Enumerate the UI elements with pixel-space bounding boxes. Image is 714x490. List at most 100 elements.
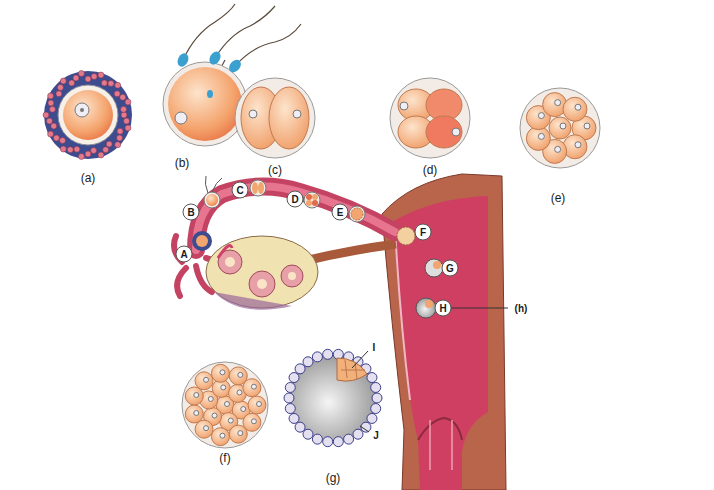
trophoblast-cell: [371, 382, 381, 392]
callout-letter: D: [287, 191, 304, 208]
corona-cell: [73, 75, 79, 81]
trophoblast-cell: [312, 352, 322, 362]
corona-cell: [48, 100, 54, 106]
trophoblast-cell: [367, 413, 377, 423]
corona-cell: [53, 135, 59, 141]
corona-cell: [120, 94, 126, 100]
blastomere: [195, 420, 213, 438]
two-cell-stage: [235, 78, 315, 158]
callout-letter: G: [442, 260, 459, 277]
embryo-stages: [192, 176, 443, 318]
blastomere: [243, 379, 261, 397]
callout-letter: A: [176, 246, 193, 263]
trophoblast-cell: [371, 404, 381, 414]
corona-cell: [56, 91, 62, 97]
corona-cell: [60, 146, 66, 152]
trophoblast-cell: [285, 404, 295, 414]
callout-letter: J: [372, 430, 380, 441]
corona-cell: [85, 151, 91, 157]
eight-cell-stage: [520, 88, 600, 168]
corona-cell: [43, 112, 49, 118]
corona-cell: [91, 73, 97, 79]
morula: [182, 362, 268, 448]
oocyte: [43, 71, 132, 160]
callout-letter: I: [372, 342, 377, 353]
corona-cell: [115, 82, 121, 88]
corona-cell: [117, 135, 123, 141]
trophoblast-cell: [353, 429, 363, 439]
uterus: [382, 174, 506, 490]
stage-label: (c): [268, 163, 282, 177]
corona-cell: [115, 142, 121, 148]
corona-cell: [124, 118, 130, 124]
blastomere: [229, 425, 247, 443]
stage-label: (a): [81, 171, 96, 185]
corona-cell: [108, 80, 114, 86]
corona-cell: [57, 84, 63, 90]
blastomere: [248, 396, 266, 414]
stage-label: (g): [326, 471, 341, 485]
callout-letter: B: [183, 204, 200, 221]
corona-cell: [60, 137, 66, 143]
corona-cell: [121, 106, 127, 112]
corona-cell: [67, 147, 73, 153]
trophoblast-cell: [323, 349, 333, 359]
corona-cell: [69, 80, 75, 86]
corona-cell: [98, 152, 104, 158]
trophoblast-cell: [303, 357, 313, 367]
corona-cell: [74, 146, 80, 152]
trophoblast-cell: [285, 382, 295, 392]
stage-label: (h): [514, 303, 529, 314]
trophoblast-cell: [295, 422, 305, 432]
corona-cell: [125, 125, 131, 131]
four-cell-stage: [390, 78, 470, 158]
corona-cell: [78, 71, 84, 77]
trophoblast-cell: [344, 434, 354, 444]
trophoblast-cell: [323, 437, 333, 447]
callout-letter: H: [435, 300, 452, 317]
corona-cell: [114, 91, 120, 97]
stage-label: (d): [423, 163, 438, 177]
trophoblast-cell: [361, 422, 371, 432]
trophoblast-cell: [372, 393, 382, 403]
blastomere: [549, 117, 571, 139]
corona-cell: [46, 118, 52, 124]
corona-cell: [48, 93, 54, 99]
corona-cell: [101, 80, 107, 86]
blastomere: [211, 428, 229, 446]
callout-letter: F: [415, 224, 432, 241]
stage-label: (f): [219, 451, 230, 465]
trophoblast-cell: [333, 437, 343, 447]
corona-cell: [125, 99, 131, 105]
corona-cell: [85, 76, 91, 82]
corona-cell: [78, 153, 84, 159]
leader-lines: [352, 308, 508, 432]
blastocyst: [284, 349, 382, 446]
corona-cell: [60, 78, 66, 84]
blastomere: [195, 372, 213, 390]
corona-cell: [51, 123, 57, 129]
stage-label: (b): [175, 156, 190, 170]
trophoblast-cell: [303, 429, 313, 439]
blastomere: [563, 97, 587, 121]
trophoblast-cell: [289, 373, 299, 383]
trophoblast-cell: [295, 364, 305, 374]
blastomere: [185, 405, 203, 423]
trophoblast-cell: [284, 393, 294, 403]
corona-cell: [48, 131, 54, 137]
blastomere: [211, 364, 229, 382]
corona-cell: [117, 128, 123, 134]
stage-label: (e): [551, 191, 566, 205]
trophoblast-cell: [312, 434, 322, 444]
corona-cell: [106, 141, 112, 147]
blastomere: [185, 387, 203, 405]
callout-letter: C: [232, 182, 249, 199]
corona-cell: [121, 112, 127, 118]
trophoblast-cell: [367, 373, 377, 383]
corona-cell: [91, 148, 97, 154]
callout-letter: E: [332, 204, 349, 221]
corona-cell: [49, 106, 55, 112]
trophoblast-cell: [289, 413, 299, 423]
